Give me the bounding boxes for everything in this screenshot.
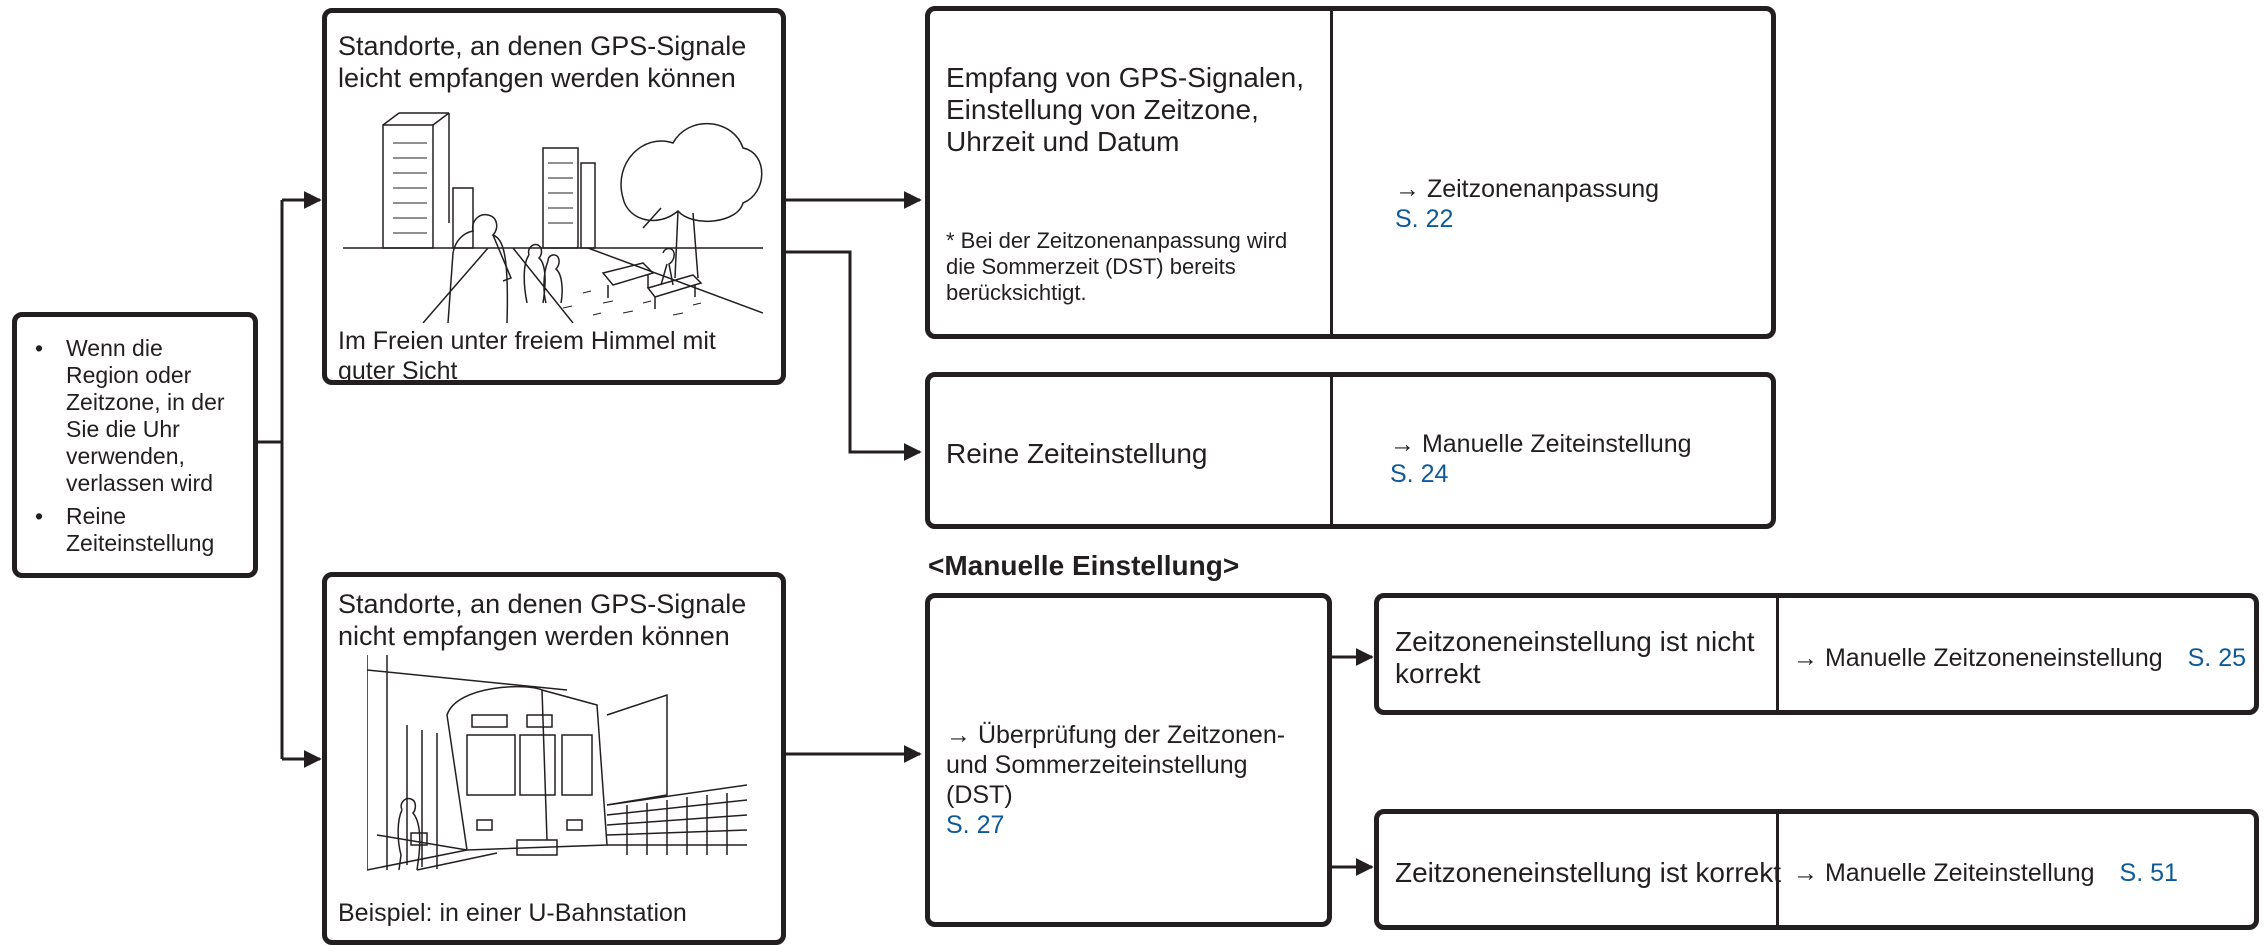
start-conditions-list: Wenn die Region oder Zeitzone, in der Si… <box>29 335 241 557</box>
pure-time-setting-box: Reine Zeiteinstellung → Manuelle Zeitein… <box>925 372 1776 529</box>
reception-description: Empfang von GPS-Signalen, Einstellung vo… <box>946 62 1304 157</box>
gps-receivable-caption: Im Freien unter freiem Himmel mit guter … <box>338 327 716 385</box>
gps-reception-box: Empfang von GPS-Signalen, Einstellung vo… <box>925 6 1776 339</box>
timezone-incorrect-label: Zeitzoneneinstellung ist nicht korrekt <box>1395 626 1755 689</box>
subway-station-illustration <box>367 655 747 871</box>
condition-pure-time: Reine Zeiteinstellung <box>29 503 241 557</box>
timezone-incorrect-link[interactable]: → Manuelle Zeitzoneneinstellung S. 25 <box>1793 643 2246 673</box>
reception-dst-note: * Bei der Zeitzonenanpassung wird die So… <box>946 228 1288 305</box>
gps-not-receivable-title: Standorte, an denen GPS-Signale nicht em… <box>338 589 747 651</box>
divider <box>1330 377 1333 524</box>
reception-link[interactable]: → Zeitzonenanpassung S. 22 <box>1395 174 1755 234</box>
manual-time-link-label[interactable]: → Manuelle Zeiteinstellung <box>1390 430 1692 458</box>
page-ref-25[interactable]: S. 25 <box>2187 644 2246 672</box>
gps-not-receivable-caption: Beispiel: in einer U-Bahnstation <box>338 899 687 927</box>
timezone-correct-box: Zeitzoneneinstellung ist korrekt → Manue… <box>1374 809 2259 930</box>
manual-check-link[interactable]: → Überprüfung der Zeitzonen- und Sommerz… <box>946 720 1321 840</box>
manual-setting-heading: <Manuelle Einstellung> <box>928 550 1240 581</box>
arrow-to-pure-time <box>786 250 922 461</box>
gps-receivable-title: Standorte, an denen GPS-Signale leicht e… <box>338 31 747 93</box>
gps-receivable-box: Standorte, an denen GPS-Signale leicht e… <box>322 8 786 385</box>
page-ref-27[interactable]: S. 27 <box>946 811 1005 839</box>
pure-time-label: Reine Zeiteinstellung <box>946 438 1208 469</box>
manual-check-box: → Überprüfung der Zeitzonen- und Sommerz… <box>925 593 1332 927</box>
timezone-correct-link[interactable]: → Manuelle Zeiteinstellung S. 51 <box>1793 858 2178 888</box>
gps-not-receivable-box: Standorte, an denen GPS-Signale nicht em… <box>322 572 786 945</box>
timezone-adjust-link-label[interactable]: → Zeitzonenanpassung <box>1395 175 1660 203</box>
manual-time-link-label[interactable]: → Manuelle Zeiteinstellung <box>1793 859 2095 887</box>
timezone-incorrect-box: Zeitzoneneinstellung ist nicht korrekt →… <box>1374 593 2259 715</box>
page-ref-51[interactable]: S. 51 <box>2119 859 2178 887</box>
timezone-correct-label: Zeitzoneneinstellung ist korrekt <box>1395 857 1781 888</box>
divider <box>1776 598 1779 710</box>
start-conditions-box: Wenn die Region oder Zeitzone, in der Si… <box>12 312 258 578</box>
page-ref-22[interactable]: S. 22 <box>1395 205 1454 233</box>
pure-time-link[interactable]: → Manuelle Zeiteinstellung S. 24 <box>1390 429 1750 489</box>
divider <box>1330 11 1333 334</box>
divider <box>1776 814 1779 925</box>
page-ref-24[interactable]: S. 24 <box>1390 460 1449 488</box>
outdoor-park-illustration <box>343 112 763 323</box>
condition-leave-region: Wenn die Region oder Zeitzone, in der Si… <box>29 335 241 497</box>
manual-timezone-link-label[interactable]: → Manuelle Zeitzoneneinstellung <box>1793 644 2163 672</box>
timezone-dst-check-label[interactable]: → Überprüfung der Zeitzonen- und Sommerz… <box>946 721 1286 809</box>
